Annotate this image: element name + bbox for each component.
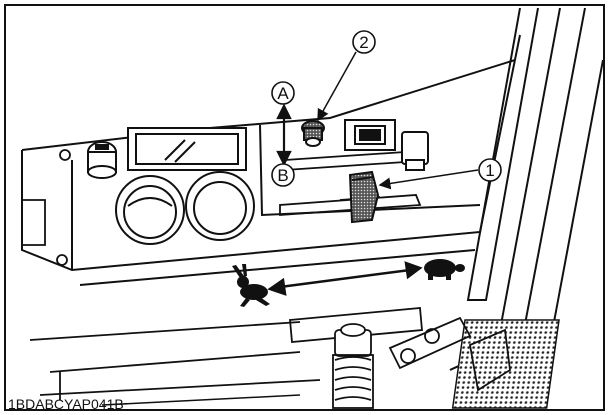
callout-a: A <box>271 81 295 105</box>
figure-code: 1BDABCYAP041B <box>8 396 124 412</box>
svg-text:1: 1 <box>485 161 494 180</box>
lower-frame <box>29 321 511 400</box>
left-bracket <box>22 149 71 266</box>
spring-assembly <box>289 307 472 409</box>
key-switch <box>87 141 117 179</box>
switch-panel <box>344 119 429 171</box>
leader-lines <box>101 51 479 406</box>
turtle-icon <box>424 259 465 280</box>
speed-indicator-arrow <box>267 261 423 296</box>
callout-1: 1 <box>478 158 502 182</box>
small-knob <box>301 120 325 147</box>
svg-text:B: B <box>277 166 288 185</box>
gauge-right <box>185 171 255 241</box>
gauge-left <box>115 175 185 245</box>
hand-throttle-lever <box>348 170 380 224</box>
rabbit-icon <box>232 264 270 307</box>
callout-b: B <box>271 163 295 187</box>
callout-2: 2 <box>352 30 376 54</box>
svg-text:2: 2 <box>359 33 368 52</box>
indicator-window <box>127 127 247 171</box>
up-down-arrow <box>276 103 292 167</box>
svg-text:A: A <box>277 84 289 103</box>
